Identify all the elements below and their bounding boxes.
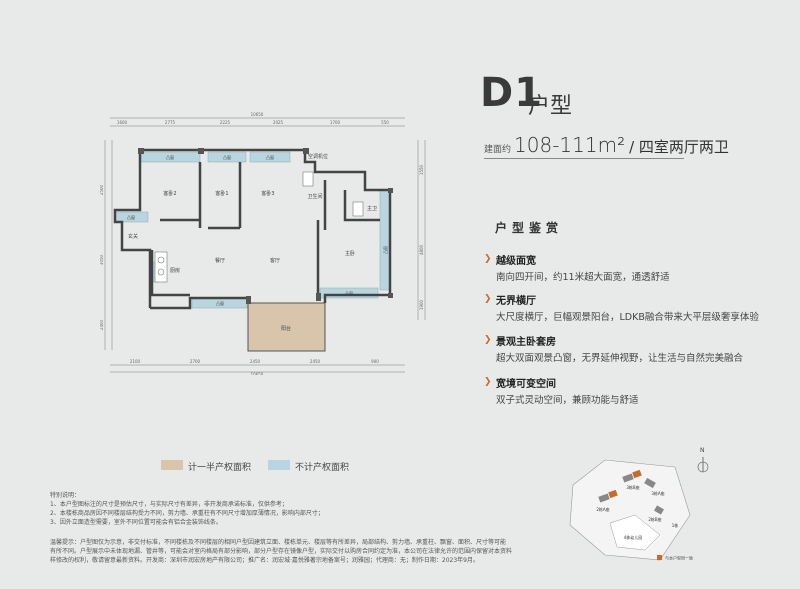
feature-desc: 双子式灵动空间，兼顾功能与舒适 [496,395,639,406]
room-living: 客厅 [270,257,280,264]
ac-unit: 空调机位 [308,153,328,160]
room-bed3: 客卧3 [261,190,274,197]
compass: N [697,447,709,477]
notes-line: 2、本楼栋商品房因不同楼层结构受力不同，剪力墙、承重柱有不同尺寸增加厚薄情况，影… [50,510,324,517]
room-kitchen: 厨房 [170,267,180,274]
window-label: 凸窗 [266,154,274,160]
bottom-dim: 2100 [130,359,141,364]
columns [138,148,393,304]
top-dim: 1600 [117,120,128,125]
block-label: 2栋B座 [648,516,661,522]
feature-desc: 超大双面观景凸窗，无界延伸视野，让生活与自然完美融合 [496,353,744,364]
legend-swatch-half [161,460,183,470]
legend-swatch-none [268,460,290,470]
arrow-icon: ❯ [484,377,492,387]
top-dim: 1700 [330,120,341,125]
window-label: 凸窗 [127,214,135,220]
room-bath2: 主卫 [367,205,377,212]
arrow-icon: ❯ [484,335,492,345]
feature-heading: 越级面宽 [496,256,536,267]
area-label: 建面约 [484,145,512,155]
room-entry: 玄关 [128,233,138,240]
walls [113,148,392,310]
features-title: 户型鉴赏 [495,221,564,235]
left-dim: 3050 [100,254,104,265]
right-dim: 1550 [419,164,424,175]
arrow-icon: ❯ [484,294,492,304]
top-dim: 2225 [220,120,231,125]
unit-type: / 四室两厅两卫 [629,138,729,156]
window-label: 凸窗 [166,154,174,160]
block-label: 1栋 [672,522,679,528]
map-legend-swatch [657,555,662,560]
room-bath1: 卫生间 [307,193,322,200]
feature-desc: 南向四开间，约11米超大面宽，通透舒适 [496,272,670,283]
room-bed2: 客卧2 [163,190,176,197]
bottom-dim: 900 [371,359,379,364]
left-dim: 2500 [100,184,104,195]
notes-title: 特别说明： [50,492,81,499]
block-label: 3栋A座 [651,490,664,496]
legend-none-label: 不计产权面积 [295,463,350,473]
block-label: 2栋A座 [596,506,609,512]
bottom-dim: 2700 [190,359,201,364]
area-value: 108-111m² [514,133,626,157]
compass-label: N [700,447,705,454]
window-label: 凸窗 [382,246,388,254]
top-dim: 2775 [165,120,176,125]
room-bed1: 客卧1 [215,190,228,197]
north-arrow-icon [697,457,709,473]
top-total-dim: 10650 [251,112,264,117]
floor-plan: 10650 1600 2775 2225 2025 1700 550 2100 … [100,112,426,375]
bottom-dim: 2450 [250,359,261,364]
bay-windows [114,151,391,309]
tip-line: 有所不同。户型展示中未体现地漏、管井等，可能会对室内格局有部分影响，部分户型存在… [50,548,513,555]
map-legend-label: 与本户型同一致 [665,555,693,561]
unit-code: D1 [480,70,544,116]
highlight-blocks [608,469,642,499]
bottom-total-dim: 10650 [251,372,264,375]
feature-heading: 无界横厅 [496,296,536,307]
room-balcony: 阳台 [281,325,291,332]
window-label: 凸窗 [223,154,231,160]
tip-line: 温馨提示：户型图仅为示意，非交付标准，不同楼栋及不同楼层的相同户型因建筑立面、楼… [50,539,507,546]
tip-line: 样修改的权利，敬请留意最新资料。开发商：深圳市润宏房地产有限公司；推广名：润宏城… [50,557,479,564]
unit-suffix: 户型 [528,94,573,119]
window-label: 凸窗 [216,300,224,306]
left-dim: 2400 [100,319,104,330]
notes-line: 1、本户型图标注的尺寸是预估尺寸，与实际尺寸有差异，非开发商承诺标准，仅供参考； [50,501,288,508]
right-dim: 4800 [419,244,424,255]
block-label: 3栋B座 [626,484,639,490]
feature-desc: 大尺度横厅，巨幅观景阳台，LDKB融合带来大平层级奢享体验 [496,312,759,323]
notes-line: 3、因外立面造型需要，室外不同位置可能会有铝合金装饰线条。 [50,519,222,526]
fixtures [154,171,364,283]
room-master: 主卧 [345,250,355,257]
block-label: 4栋幼儿园 [624,534,643,540]
bottom-dim: 2450 [310,359,321,364]
feature-heading: 景观主卧套房 [496,337,556,348]
legend-half-label: 计一半产权面积 [188,463,252,473]
top-dim: 2025 [273,120,284,125]
site-map: 3栋B座 3栋A座 2栋A座 2栋B座 1栋 4栋幼儿园 与本户型同一致 [569,459,693,561]
right-dim: 1900 [419,299,424,310]
feature-heading: 宽境可变空间 [496,379,556,390]
top-dim: 550 [381,120,389,125]
divider [484,158,684,159]
room-dining: 餐厅 [215,257,225,264]
arrow-icon: ❯ [484,254,492,264]
window-label: 凸窗 [345,290,353,296]
balcony-area [247,302,326,352]
